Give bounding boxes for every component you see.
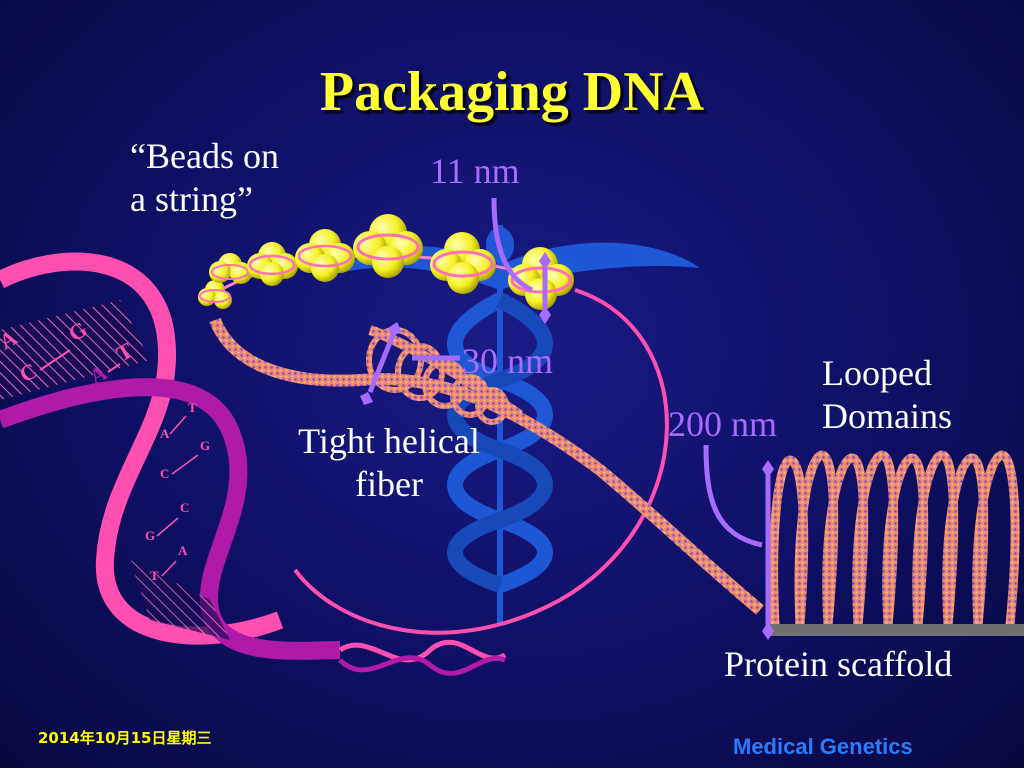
looped-label-line1: Looped (822, 352, 952, 395)
protein-scaffold-label: Protein scaffold (724, 643, 952, 686)
beads-label-line2: a string” (130, 178, 279, 221)
base-letter: T (150, 568, 159, 583)
base-letter: C (160, 466, 169, 481)
label-30nm: 30 nm (462, 340, 553, 383)
looped-domains (774, 455, 1015, 625)
date-stamp: 2014年10月15日星期三 (38, 727, 212, 748)
helical-fiber-label: Tight helical fiber (274, 420, 504, 506)
label-200nm: 200 nm (668, 403, 777, 446)
base-letter: C (180, 500, 189, 515)
base-letter: A (160, 426, 170, 441)
measure-200nm (706, 445, 774, 640)
protein-scaffold (770, 624, 1024, 636)
looped-domains-label: Looped Domains (822, 352, 952, 438)
footer-text: Medical Genetics (733, 734, 913, 760)
helical-label-line1: Tight helical (274, 420, 504, 463)
base-letter: T (188, 400, 197, 415)
beads-label: “Beads on a string” (130, 135, 279, 221)
slide-title: Packaging DNA (0, 60, 1024, 124)
beads-label-line1: “Beads on (130, 135, 279, 178)
base-letter: A (178, 543, 188, 558)
helical-label-line2: fiber (274, 463, 504, 506)
base-letter: G (200, 438, 210, 453)
label-11nm: 11 nm (430, 150, 520, 193)
looped-label-line2: Domains (822, 395, 952, 438)
base-letter: G (145, 528, 155, 543)
